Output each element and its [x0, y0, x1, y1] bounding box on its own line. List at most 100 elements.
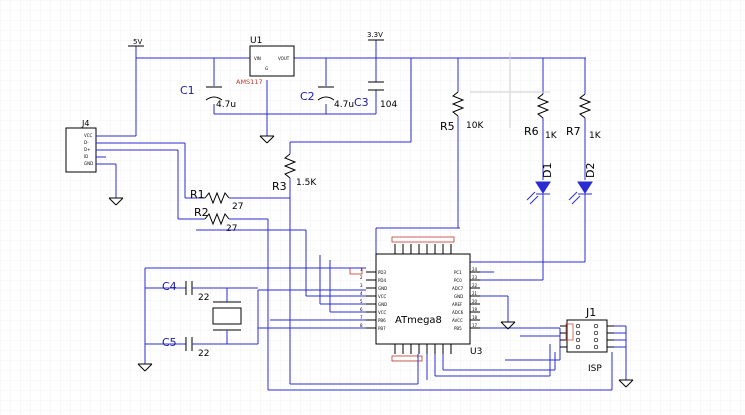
- r1-ref: R1: [190, 188, 205, 201]
- j4-pin-dplus: D+: [84, 147, 90, 152]
- c1-value: 4.7u: [216, 100, 236, 110]
- r7-ref: R7: [566, 125, 581, 138]
- ground-symbol-u1: [259, 135, 275, 144]
- usb-wires: [96, 135, 205, 220]
- net-label-5v-text: 5V: [133, 38, 142, 46]
- u1-pin-vin: VIN: [254, 56, 261, 61]
- isp-header-j1: J1 ISP: [560, 306, 614, 374]
- j4-ref: J4: [81, 119, 89, 128]
- resistor-r6: R6 1K: [524, 93, 558, 141]
- net-label-3v3-text: 3.3V: [367, 31, 383, 39]
- resistor-r1: R1 27: [190, 188, 243, 212]
- u3-pin-pc0: PC0: [454, 278, 462, 283]
- u3-pin-num-6: 6: [360, 307, 363, 312]
- capacitor-c3: C3 104: [354, 81, 397, 110]
- capacitor-c2: C2 4.7u: [300, 86, 354, 110]
- c4-value: 22: [198, 293, 209, 303]
- mcu-bottom-wires: [268, 328, 613, 391]
- c5-value: 22: [198, 349, 209, 359]
- j4-pin-gnd: GND: [84, 161, 93, 166]
- u3-pin-adc7: ADC7: [452, 286, 464, 291]
- u1-ref: U1: [250, 36, 262, 46]
- u3-pin-adc6: ADC6: [452, 310, 464, 315]
- usb-connector-j4: J4 VCC D- D+ ID GND: [65, 119, 97, 173]
- u3-part: ATmega8: [395, 315, 442, 326]
- resistor-r5: R5 10K: [440, 91, 484, 133]
- c1-ref: C1: [180, 84, 195, 97]
- u1-pin-gnd: G: [265, 66, 268, 71]
- ground-symbol-usb: [108, 197, 124, 206]
- u3-pin-aref: AREF: [452, 302, 463, 307]
- u1-pin-vout: VOUT: [278, 56, 290, 61]
- u3-pin-num-3: 3: [360, 283, 363, 288]
- c3-value: 104: [380, 100, 397, 110]
- cursor-crosshair: [470, 52, 550, 128]
- d2-ref: D2: [584, 163, 597, 178]
- u3-pin-num-22: 22: [472, 283, 478, 288]
- led-d2: D2: [568, 163, 597, 205]
- u3-pin-vcc-a: VCC: [378, 294, 387, 299]
- u3-pin-vcc-b: VCC: [378, 310, 387, 315]
- u3-pin-num-4: 4: [360, 291, 363, 296]
- u3-pin-num-17: 17: [472, 323, 478, 328]
- led-d1: D1: [526, 163, 554, 205]
- resistor-r3: R3 1.5K: [272, 153, 317, 193]
- u3-pin-num-24: 24: [472, 267, 478, 272]
- r6-value: 1K: [545, 131, 558, 141]
- r5-value: 10K: [466, 121, 484, 131]
- c2-ref: C2: [300, 90, 315, 103]
- mcu-left-wires: [144, 229, 366, 364]
- net-label-3v3: 3.3V: [367, 31, 384, 41]
- mcu-u3: ATmega8 U3 PD3 PD4 GND VCC GND VCC PB6 P…: [349, 236, 482, 362]
- u3-pin-pd3: PD3: [378, 270, 386, 275]
- c2-value: 4.7u: [334, 100, 354, 110]
- u3-pin-num-18: 18: [472, 315, 478, 320]
- r6-ref: R6: [524, 125, 539, 138]
- u3-pin-num-5: 5: [360, 299, 363, 304]
- u3-pin-avcc: AVCC: [452, 318, 463, 323]
- u3-pin-gnd-r: GND: [454, 294, 463, 299]
- d1-ref: D1: [541, 163, 554, 178]
- capacitor-c5: C5 22: [145, 328, 259, 359]
- isp-right-bus: [614, 325, 627, 380]
- u3-top-pins: [394, 244, 452, 254]
- u3-right-pins: PC1 PC0 ADC7 GND AREF ADC6 AVCC PB5 24 2…: [452, 267, 480, 331]
- u3-pin-num-7: 7: [360, 315, 363, 320]
- u3-pin-pd4: PD4: [378, 278, 386, 283]
- r5-ref: R5: [440, 120, 455, 133]
- ground-symbol-caps: [137, 363, 153, 372]
- crystal: [212, 288, 242, 344]
- ground-symbol-mcu: [500, 321, 516, 330]
- j4-pin-id: ID: [84, 154, 88, 159]
- r2-ref: R2: [194, 206, 209, 219]
- capacitor-c4: C4 22: [145, 280, 258, 303]
- u3-pin-gnd-a: GND: [378, 286, 387, 291]
- u3-pin-num-1: 1: [360, 267, 363, 272]
- resistor-r7: R7 1K: [566, 93, 602, 141]
- j4-pin-dminus: D-: [84, 140, 89, 145]
- j1-name: ISP: [588, 364, 602, 374]
- c4-ref: C4: [162, 280, 177, 293]
- u3-ref: U3: [470, 347, 482, 357]
- regulator-u1: U1 VIN VOUT G AMS117: [236, 36, 295, 86]
- resistor-r2: R2 27: [194, 206, 237, 234]
- u3-pin-num-23: 23: [472, 275, 478, 280]
- u3-pin-num-21: 21: [472, 291, 478, 296]
- r3-value: 1.5K: [296, 178, 317, 188]
- mcu-right-wires: [480, 271, 560, 329]
- u3-left-pins: PD3 PD4 GND VCC GND VCC PB6 PB7 1 2 3 4 …: [360, 267, 387, 331]
- u3-pin-gnd-b: GND: [378, 302, 387, 307]
- u3-pin-pb5: PB5: [454, 326, 462, 331]
- r2-value: 27: [226, 224, 237, 234]
- u3-bottom-pins: [394, 344, 452, 354]
- u3-pin-num-20: 20: [472, 299, 478, 304]
- r3-ref: R3: [272, 180, 287, 193]
- u3-pin-num-8: 8: [360, 323, 363, 328]
- u3-pin-pc1: PC1: [454, 270, 462, 275]
- u3-pin-pb7: PB7: [378, 326, 386, 331]
- r1-value: 27: [232, 202, 243, 212]
- j1-ref: J1: [585, 306, 596, 319]
- u3-pin-num-19: 19: [472, 307, 478, 312]
